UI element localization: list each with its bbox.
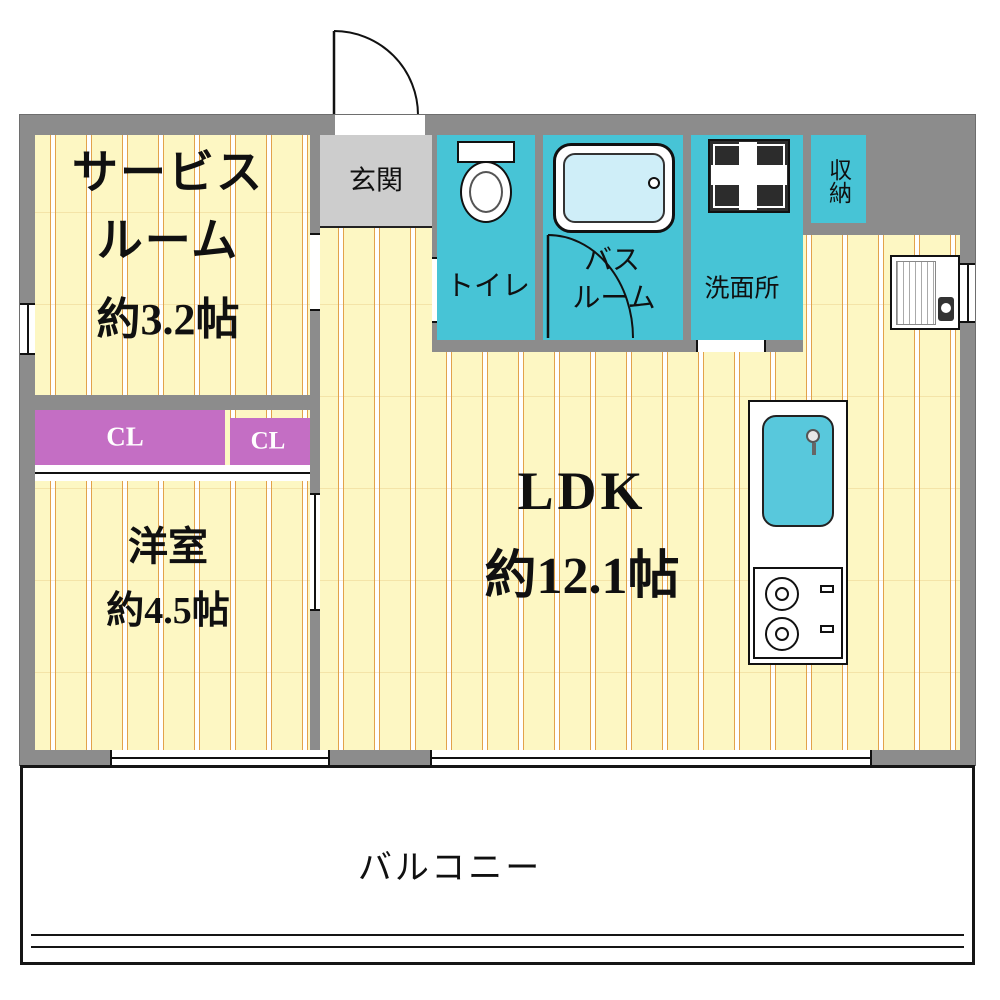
label-bathroom-2: ルーム <box>572 283 656 314</box>
label-ldk-size: 約12.1帖 <box>484 548 680 605</box>
wall-top-left <box>20 115 335 135</box>
wall-left <box>20 135 35 750</box>
window-right-top <box>960 263 975 323</box>
water-heater-dial <box>941 303 951 313</box>
room-storage <box>811 135 866 223</box>
wall-top-right <box>425 115 975 135</box>
room-entrance <box>320 135 432 228</box>
wall-washroom-storage <box>803 135 811 223</box>
label-closet-right: CL <box>250 427 286 455</box>
label-entrance: 玄関 <box>349 165 403 196</box>
stove-control <box>820 625 834 633</box>
label-washroom: 洗面所 <box>704 275 780 303</box>
burner-center <box>775 627 789 641</box>
stove-icon <box>753 567 843 659</box>
wall-center-vertical <box>310 135 320 750</box>
toilet-tank-icon <box>457 141 515 163</box>
toilet-seat <box>469 171 503 213</box>
burner-center <box>775 587 789 601</box>
room-closet-right <box>230 418 310 465</box>
door-service-room <box>310 233 320 311</box>
entrance-doorway <box>335 115 425 135</box>
plan-area: サービス ルーム 約3.2帖 玄関 トイレ バス ルーム 洗面所 収納 CL C… <box>20 115 975 765</box>
label-western-room: 洋室 <box>128 524 208 569</box>
wall-service-bottom <box>35 395 310 410</box>
sliding-door-western-room <box>310 493 320 611</box>
door-washroom <box>696 340 766 352</box>
balcony-rail-line <box>31 934 964 948</box>
faucet-stem <box>812 443 816 455</box>
label-closet-left: CL <box>106 421 144 452</box>
bath-door-arc-icon <box>546 234 634 339</box>
entrance-door-arc-icon <box>332 30 419 116</box>
wall-storage-bottom <box>803 223 866 235</box>
faucet-icon <box>806 429 820 443</box>
window-balcony-ldk <box>430 750 872 765</box>
wall-pillar-top-right <box>866 135 960 235</box>
room-closet-left <box>35 410 225 465</box>
stove-control <box>820 585 834 593</box>
washing-machine-cross-h <box>711 165 787 185</box>
bathtub-drain <box>648 177 660 189</box>
label-service-room-1: サービス <box>72 147 264 198</box>
label-ldk: LDK <box>517 461 647 521</box>
label-toilet: トイレ <box>445 271 531 302</box>
wall-bath-washroom <box>683 135 691 340</box>
label-service-room-size: 約3.2帖 <box>96 295 240 344</box>
window-service-left <box>20 303 35 355</box>
room-balcony: バルコニー <box>20 765 975 965</box>
window-balcony-west <box>110 750 330 765</box>
wall-toilet-bath <box>535 135 543 340</box>
label-balcony: バルコニー <box>357 849 543 887</box>
kitchen-sink-icon <box>762 415 834 527</box>
door-toilet <box>432 257 437 323</box>
water-heater-grille <box>896 261 936 325</box>
label-storage: 収納 <box>825 158 851 204</box>
label-western-room-size: 約4.5帖 <box>106 590 230 632</box>
closet-door-front <box>35 465 310 481</box>
bathtub-water <box>563 153 665 223</box>
label-service-room-2: ルーム <box>96 215 240 266</box>
wall-corridor-toilet <box>432 135 437 340</box>
label-bathroom-1: バス <box>583 245 641 276</box>
wall-right <box>960 135 975 750</box>
